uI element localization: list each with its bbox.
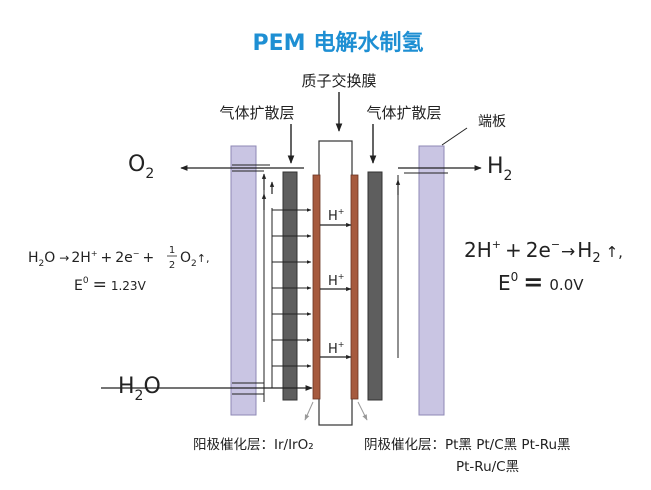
o2-label: O2 — [128, 152, 154, 182]
cathode-end-plate — [418, 145, 445, 416]
anode-gas-diffusion-layer — [282, 171, 298, 401]
title-suffix: 电解水制氢 — [314, 30, 424, 56]
anode-reaction-o2: O2↑, — [180, 250, 209, 269]
proton-label-2: H+ — [328, 272, 344, 289]
anode-reaction-equation: H2O→2H++2e−+ 1 2 O2↑, E0=1.23V — [28, 245, 209, 295]
half-numerator: 1 — [169, 245, 175, 256]
anode-end-plate — [230, 145, 257, 416]
cathode-catalyst-pointer — [357, 401, 368, 421]
proton-label-3: H+ — [328, 340, 344, 357]
gdl-left-label: 气体扩散层 — [219, 104, 294, 122]
h2-label: H2 — [487, 154, 512, 184]
end-plate-pointer-line — [441, 127, 468, 146]
half-denominator: 2 — [169, 260, 175, 271]
gdl-right-label: 气体扩散层 — [366, 104, 441, 122]
cathode-gas-diffusion-layer — [367, 171, 383, 401]
anode-reaction-formula: H2O→2H++2e−+ — [28, 249, 154, 269]
anode-catalyst-pointer — [304, 401, 314, 421]
cathode-catalyst-layer — [350, 174, 359, 400]
proton-label-1: H+ — [328, 207, 344, 224]
cathode-reaction-equation: 2H++2e−→H2↑, E0=0.0V — [464, 238, 623, 296]
proton-exchange-membrane — [318, 140, 353, 426]
title-prefix: PEM — [252, 31, 305, 56]
cathode-reaction-formula: 2H++2e−→H2↑, — [464, 238, 623, 266]
pem-membrane-label: 质子交换膜 — [301, 72, 376, 90]
anode-catalyst-label: 阳极催化层：Ir/IrO₂ — [193, 437, 314, 453]
proton-transport: H+ H+ H+ — [320, 207, 352, 360]
water-inlet-label: H2O — [118, 374, 161, 404]
anode-catalyst-layer — [312, 174, 321, 400]
cathode-catalyst-label-line2: Pt-Ru/C黑 — [456, 459, 519, 475]
end-plate-label: 端板 — [478, 114, 506, 130]
anode-potential: E0=1.23V — [74, 275, 147, 295]
water-distribution-arrows — [272, 208, 312, 368]
cathode-catalyst-label-line1: 阴极催化层：Pt黑 Pt/C黑 Pt-Ru黑 — [364, 437, 571, 453]
title: PEM 电解水制氢 — [252, 30, 423, 56]
cathode-potential: E0=0.0V — [498, 268, 584, 296]
